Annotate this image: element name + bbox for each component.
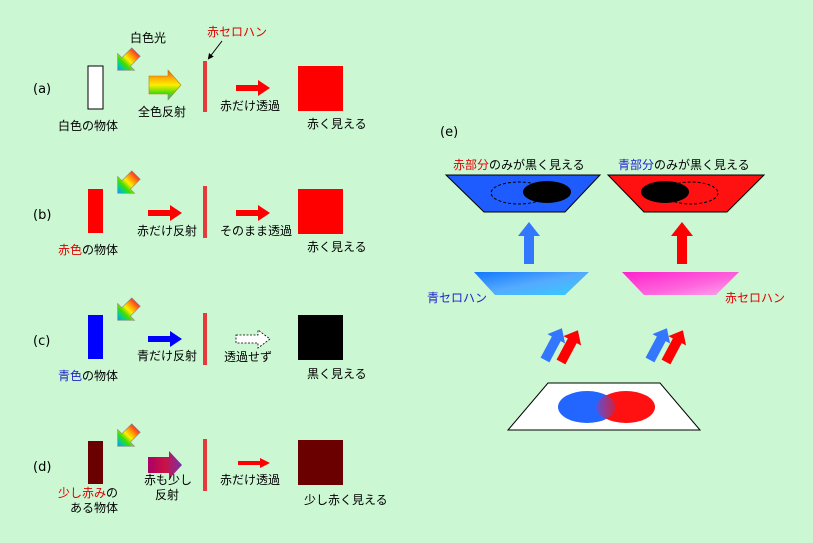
purple-red-arrow-icon — [148, 451, 182, 479]
reddish-object-label-line2: ある物体 — [70, 501, 118, 515]
row-a: (a) 白色光 白色の物体 全色反射 赤セロハン 赤だけ透過 赤く見える — [33, 25, 367, 133]
red-arrow-up-icon — [671, 222, 693, 264]
reflect-label-d-line1: 赤も少し — [144, 473, 192, 487]
row-b: (b) 赤色の物体 赤だけ反射 そのまま透過 赤く見える — [33, 170, 367, 257]
red-cellophane-bar-d — [203, 439, 207, 491]
overlap-region — [596, 395, 616, 419]
row-b-label: (b) — [33, 208, 51, 223]
base-sheet — [506, 382, 702, 431]
result-red-square-b — [298, 189, 343, 234]
reflect-label-b: 赤だけ反射 — [137, 223, 197, 238]
red-cellophane-bar-b — [203, 186, 207, 238]
red-arrow-icon — [236, 80, 270, 96]
row-c-label: (c) — [33, 334, 50, 349]
rainbow-light-arrow-icon — [117, 297, 141, 321]
result-red-square-a — [298, 66, 343, 111]
result-label-b: 赤く見える — [307, 240, 367, 254]
reflected-light-arrows-left — [540, 328, 582, 365]
red-cellophane-e — [622, 272, 739, 295]
red-object — [88, 189, 103, 233]
red-cellophane-bar-a — [203, 61, 207, 112]
left-view-caption: 赤部分のみが黒く見える — [453, 157, 585, 172]
reflect-label-c: 青だけ反射 — [137, 348, 197, 363]
result-darkred-square-d — [298, 440, 343, 485]
rainbow-light-arrow-icon — [117, 47, 141, 71]
red-cellophane-label-e: 赤セロハン — [725, 291, 785, 305]
row-a-label: (a) — [33, 82, 51, 97]
row-c: (c) 青色の物体 青だけ反射 透過せず 黒く見える — [33, 297, 367, 383]
red-arrow-icon — [236, 205, 270, 221]
row-d: (d) 少し赤みの ある物体 赤も少し 反射 赤だけ透過 少し赤く見える — [33, 423, 388, 515]
red-arrow-icon — [148, 205, 182, 221]
right-view-hidden-red-circle — [663, 181, 719, 205]
transmit-label-b: そのまま透過 — [220, 224, 292, 238]
right-view-black-blue-region — [641, 181, 689, 203]
panel-e-label: (e) — [440, 125, 458, 140]
red-arrow-icon — [238, 458, 270, 468]
blue-arrow-icon — [148, 331, 182, 347]
blue-cellophane-label: 青セロハン — [427, 291, 487, 305]
result-label-c: 黒く見える — [307, 367, 367, 381]
result-black-square-c — [298, 315, 343, 360]
reflect-label-d-line2: 反射 — [155, 487, 179, 502]
rainbow-light-arrow-icon — [117, 170, 141, 194]
result-label-a: 赤く見える — [307, 117, 367, 131]
reddish-object — [88, 441, 103, 484]
result-label-d: 少し赤く見える — [304, 493, 388, 507]
rainbow-reflect-arrow-icon — [148, 69, 182, 101]
cellophane-pointer-line — [207, 40, 223, 60]
transmit-label-a: 赤だけ透過 — [220, 99, 280, 113]
white-object-label: 白色の物体 — [58, 118, 118, 133]
blue-object — [88, 315, 103, 359]
white-light-label: 白色光 — [130, 30, 166, 45]
blue-arrow-up-icon — [518, 222, 540, 264]
right-view-caption: 青部分のみが黒く見える — [618, 157, 750, 172]
dotted-arrow-icon — [235, 329, 271, 349]
row-d-label: (d) — [33, 460, 51, 475]
left-view-black-red-region — [523, 181, 571, 203]
blue-object-label: 青色の物体 — [58, 369, 118, 383]
reddish-object-label-line1: 少し赤みの — [58, 486, 118, 500]
transmit-label-d: 赤だけ透過 — [220, 473, 280, 487]
white-object — [87, 65, 104, 110]
reflected-light-arrows-right — [645, 328, 687, 365]
rainbow-light-arrow-icon — [117, 423, 141, 447]
red-cellophane-bar-c — [203, 313, 207, 365]
panel-e: (e) 赤部分のみが黒く見える 青部分のみが黒く見える 青セロハン 赤セロハン — [427, 125, 785, 431]
red-object-label: 赤色の物体 — [58, 243, 118, 257]
left-view-blue — [444, 174, 602, 213]
reflect-label-a: 全色反射 — [138, 104, 186, 119]
blue-cellophane — [474, 272, 589, 295]
right-view-red — [606, 174, 766, 213]
transmit-label-c: 透過せず — [224, 350, 272, 364]
red-cellophane-label: 赤セロハン — [207, 25, 267, 39]
